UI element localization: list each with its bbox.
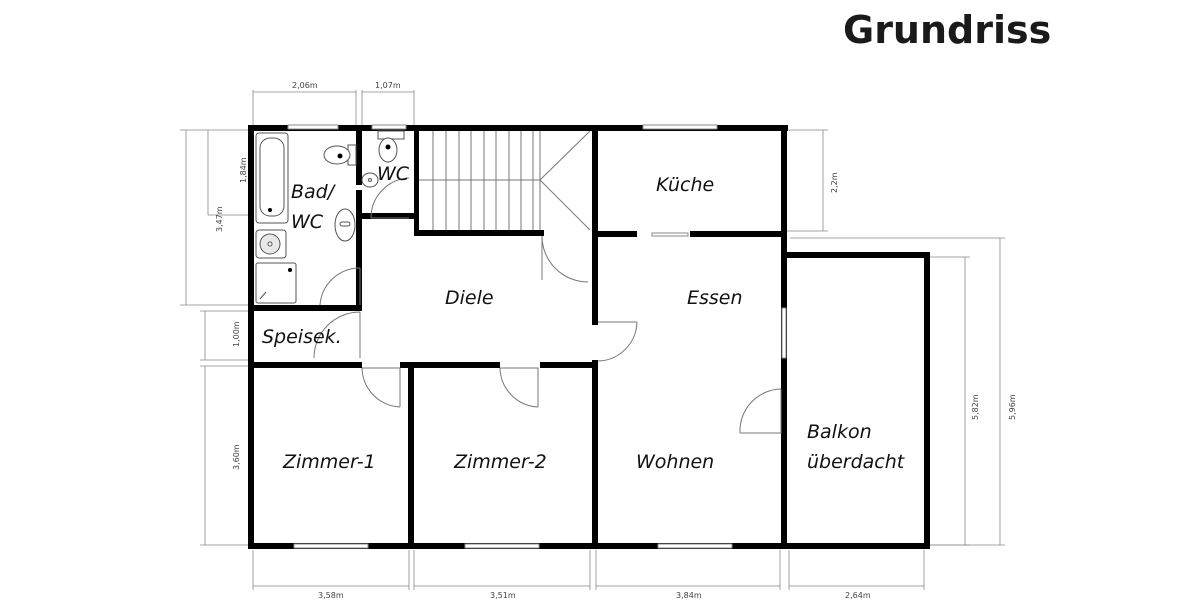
- dim-bottom-1: 3,58m: [318, 591, 344, 600]
- room-label-bad: Bad/: [291, 181, 337, 203]
- dim-top-1: 2,06m: [292, 81, 318, 90]
- shower-icon: [255, 262, 297, 304]
- room-label-balkon: Balkon: [807, 421, 872, 443]
- room-label-diele: Diele: [445, 287, 494, 309]
- dim-bottom-4: 2,64m: [845, 591, 871, 600]
- room-label-bad-wc: WC: [291, 211, 324, 233]
- dim-right-1: 2,2m: [830, 172, 839, 193]
- toilet-icon: [323, 144, 357, 166]
- room-label-speisek: Speisek.: [262, 326, 342, 348]
- room-label-essen: Essen: [687, 287, 743, 309]
- windows: [287, 124, 733, 549]
- bathtub-icon: [255, 132, 289, 224]
- dim-left-3: 1,00m: [232, 321, 241, 347]
- dim-left-1: 1,84m: [239, 157, 248, 183]
- dim-right-3: 5,96m: [1008, 394, 1017, 420]
- staircase: [419, 130, 591, 231]
- walls: [248, 125, 930, 549]
- dimension-lines: 2,06m 1,07m 1,84m 3,47m 1,00m 3,60m 2,2m…: [180, 81, 1017, 600]
- room-label-wc: WC: [377, 163, 410, 185]
- room-label-kueche: Küche: [656, 174, 714, 196]
- room-label-wohnen: Wohnen: [636, 451, 714, 473]
- room-labels: Bad/ WC WC Küche Diele Essen Speisek. Zi…: [262, 163, 906, 473]
- wc-sink-icon: [361, 172, 379, 188]
- room-label-zimmer-1: Zimmer-1: [282, 451, 376, 473]
- dim-bottom-2: 3,51m: [490, 591, 516, 600]
- dim-bottom-3: 3,84m: [676, 591, 702, 600]
- washbasin-icon: [255, 229, 287, 259]
- dim-left-4: 3,60m: [232, 444, 241, 470]
- dim-right-2: 5,82m: [971, 394, 980, 420]
- doors: [313, 177, 782, 434]
- wc-toilet-icon: [377, 130, 405, 163]
- plan-title: Grundriss: [843, 8, 1052, 52]
- dim-left-2: 3,47m: [215, 206, 224, 232]
- room-label-zimmer-2: Zimmer-2: [453, 451, 547, 473]
- sink-icon: [334, 208, 356, 242]
- dim-top-2: 1,07m: [375, 81, 401, 90]
- room-label-balkon-ueberdacht: überdacht: [807, 451, 906, 473]
